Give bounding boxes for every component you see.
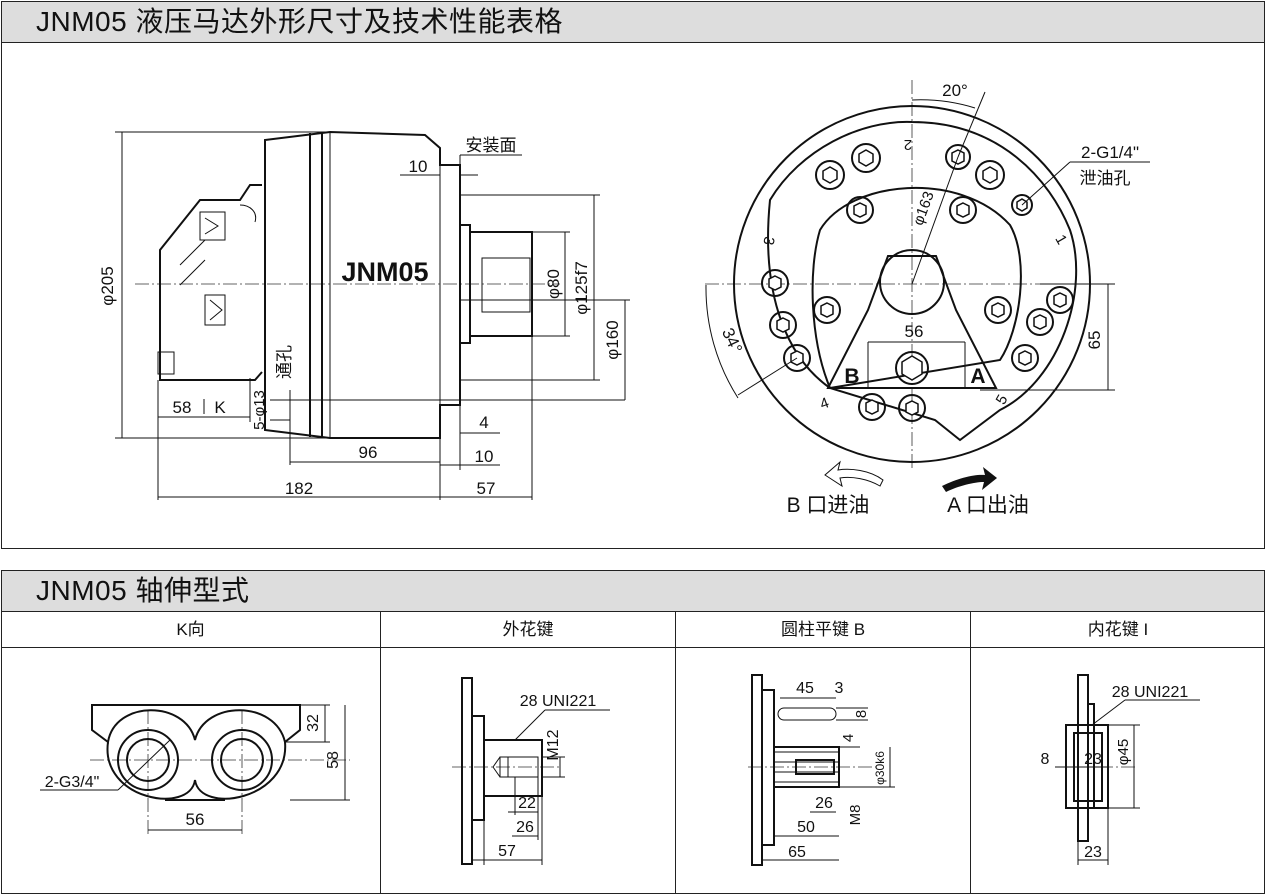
int-spline-dim-23-bottom: 23 <box>1084 844 1102 861</box>
front-view: 56 B A 2 1 3 4 5 <box>705 80 1150 517</box>
int-spline-spec: 28 UNI221 <box>1112 684 1189 701</box>
k-view-dim-32: 32 <box>305 714 322 732</box>
cyl-key-dim-65: 65 <box>788 844 806 861</box>
external-spline-drawing: 28 UNI221 M12 22 26 57 <box>452 677 610 865</box>
col-header-internal-spline: 内花键 I <box>1087 620 1149 639</box>
inlet-flow-arrow-icon <box>824 460 884 488</box>
bolt-number-5: 5 <box>993 392 1012 408</box>
drain-size: 2-G1/4" <box>1081 143 1139 162</box>
cyl-key-dim-phi30k6: φ30k6 <box>873 751 887 785</box>
cyl-key-dim-4: 4 <box>840 734 857 742</box>
dim-65: 65 <box>1085 331 1104 350</box>
ext-spline-dim-22: 22 <box>518 795 536 812</box>
int-spline-dim-23-top: 23 <box>1084 751 1102 768</box>
dimension-drawing-panel <box>1 42 1265 549</box>
k-view-thread: 2-G3/4" <box>45 774 100 791</box>
table-header-divider <box>1 647 1265 648</box>
ext-spline-dim-26: 26 <box>516 819 534 836</box>
dim-bottom-10: 10 <box>475 447 494 466</box>
dim-58: 58 <box>173 398 192 417</box>
bolt-number-4: 4 <box>818 394 832 413</box>
dim-phi163: φ163 <box>910 189 938 227</box>
cyl-key-dim-26: 26 <box>815 795 833 812</box>
k-view-marker: K <box>214 398 226 417</box>
col-divider <box>970 612 971 894</box>
k-view-dim-56: 56 <box>186 810 205 829</box>
int-spline-dim-phi45: φ45 <box>1115 739 1132 765</box>
col-divider <box>675 612 676 894</box>
k-view-drawing: 2-G3/4" 56 32 58 <box>40 704 350 835</box>
dim-182: 182 <box>285 479 313 498</box>
k-view-dim-58: 58 <box>325 751 342 769</box>
angle-34: 34° <box>718 325 746 356</box>
shaft-types-panel <box>1 611 1265 894</box>
dim-57: 57 <box>477 479 496 498</box>
b-port-inlet-label: B 口进油 <box>787 494 870 517</box>
bolt-number-2: 2 <box>904 136 912 153</box>
drain-label: 泄油孔 <box>1080 169 1131 188</box>
mount-face-label: 安装面 <box>466 136 517 155</box>
port-a-label: A <box>970 365 985 388</box>
dim-phi160: φ160 <box>603 320 622 359</box>
bolt-number-1: 1 <box>1051 232 1070 248</box>
bolt-number-3: 3 <box>759 235 777 246</box>
dim-96: 96 <box>359 443 378 462</box>
int-spline-dim-8: 8 <box>1041 751 1050 768</box>
cylinder-key-drawing: 45 3 8 4 φ30k6 M8 26 50 65 <box>748 674 895 866</box>
cyl-key-dim-45: 45 <box>796 680 814 697</box>
a-port-outlet-label: A 口出油 <box>947 494 1029 517</box>
port-b-label: B <box>844 365 859 388</box>
section-title-dimensions: JNM05 液压马达外形尺寸及技术性能表格 <box>1 1 1265 43</box>
col-divider <box>380 612 381 894</box>
cyl-key-dim-m8: M8 <box>847 805 864 826</box>
dim-4: 4 <box>479 413 488 432</box>
dim-5-phi13: 5-φ13 <box>251 390 268 430</box>
model-label: JNM05 <box>341 257 428 287</box>
cyl-key-dim-8: 8 <box>853 710 870 718</box>
side-view: φ205 φ80 φ125f7 φ160 10 安装面 JNM05 通孔 58 … <box>98 130 630 500</box>
dim-56: 56 <box>905 322 924 341</box>
angle-20: 20° <box>942 81 968 100</box>
bolt-pattern <box>761 143 1074 422</box>
ext-spline-m12: M12 <box>545 729 562 760</box>
outlet-flow-arrow-icon <box>942 467 997 492</box>
dim-phi205: φ205 <box>98 266 117 305</box>
cyl-key-dim-3: 3 <box>835 680 844 697</box>
cyl-key-dim-50: 50 <box>797 819 815 836</box>
dim-phi125f7: φ125f7 <box>572 261 591 315</box>
through-hole-label: 通孔 <box>275 345 294 379</box>
internal-spline-drawing: 28 UNI221 8 23 φ45 23 <box>1041 674 1200 865</box>
dim-phi80: φ80 <box>544 269 563 299</box>
ext-spline-dim-57: 57 <box>498 843 516 860</box>
dim-top-10: 10 <box>409 157 428 176</box>
ext-spline-spec: 28 UNI221 <box>520 693 597 710</box>
